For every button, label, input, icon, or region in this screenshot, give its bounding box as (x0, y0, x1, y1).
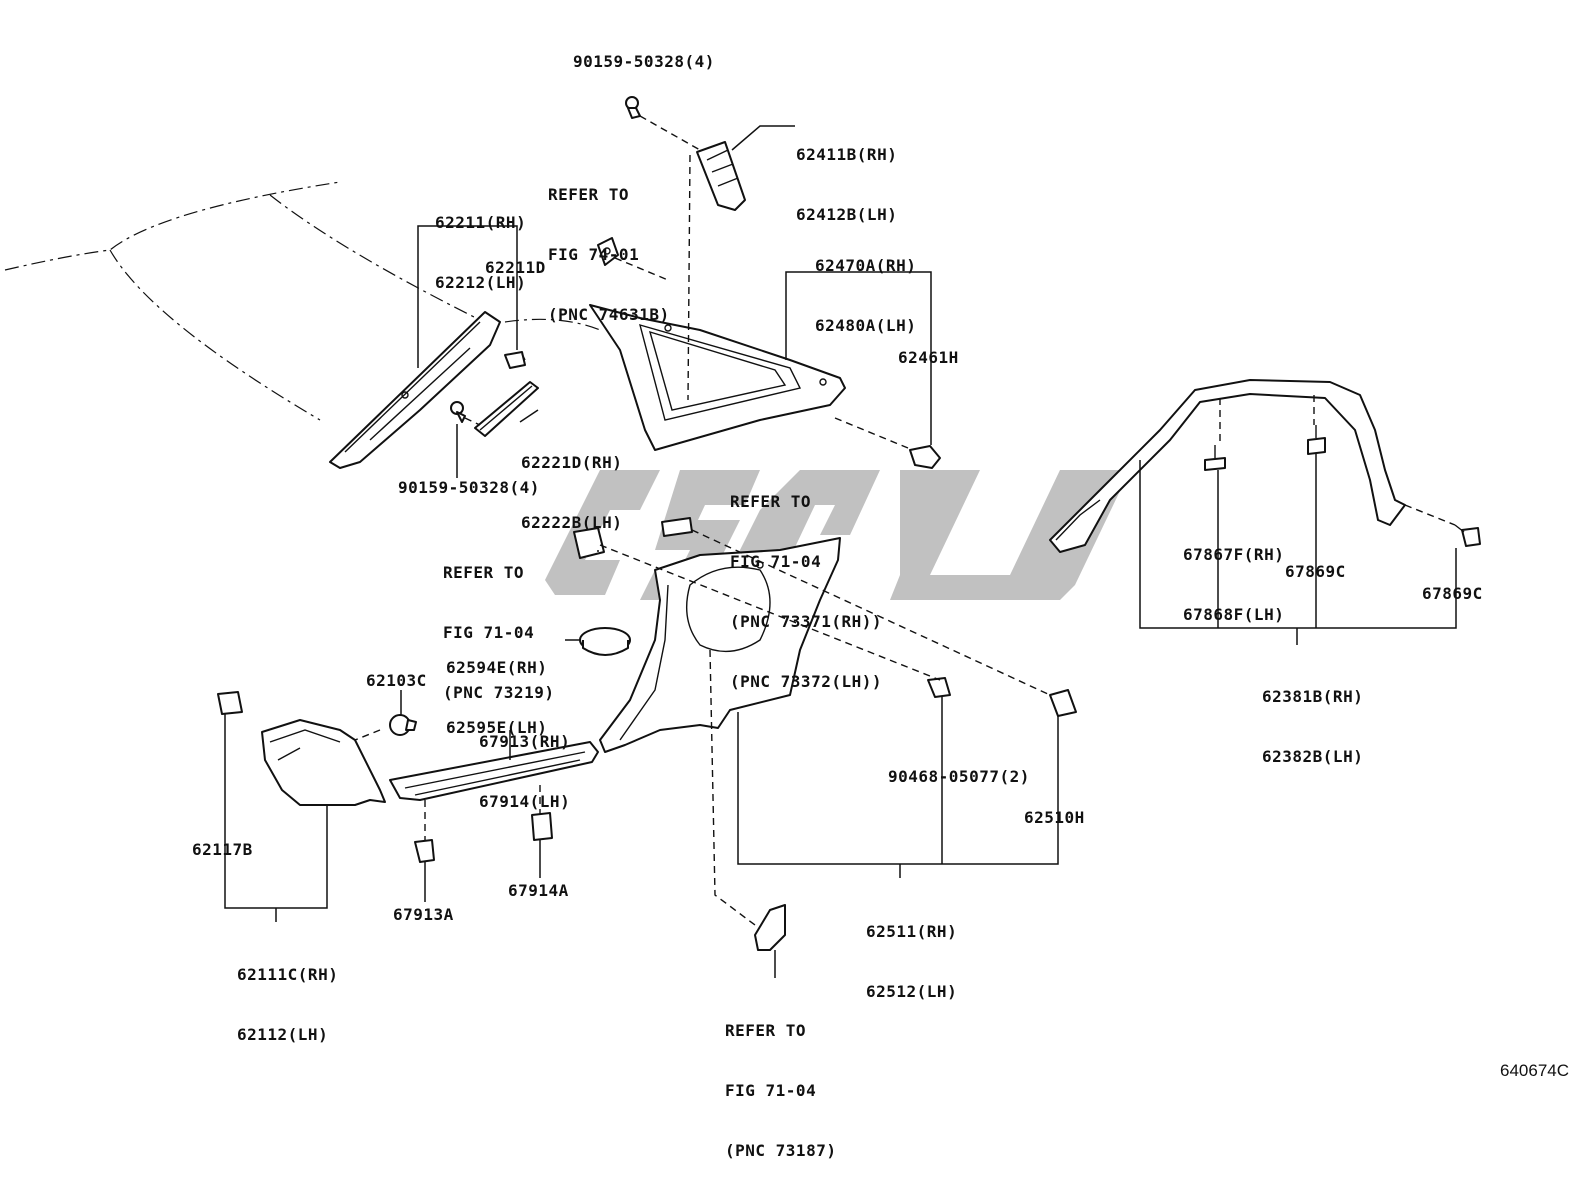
clip-62211d (504, 351, 526, 369)
label-scuff-plate: 67913(RH) 67914(LH) (479, 692, 570, 832)
clip-67867f (1204, 445, 1226, 471)
label-ref-74-01: REFER TO FIG 74-01 (PNC 74631B) (548, 145, 670, 345)
clip-67914a (531, 812, 553, 841)
label-scuff-plate-lh: 67914(LH) (479, 792, 571, 811)
weatherstrip (474, 381, 539, 437)
label-clip-62117b: 62117B (192, 840, 253, 859)
label-roof-side-rail-lh: 62382B(LH) (1262, 747, 1364, 766)
label-clip-62103c: 62103C (366, 671, 427, 690)
clip-90468 (927, 677, 951, 698)
label-ref-73187: REFER TO FIG 71-04 (PNC 73187) (725, 981, 836, 1181)
scuff-plate (389, 741, 599, 801)
label-rear-side-trim-rh: 62511(RH) (866, 922, 958, 941)
label-clip-62211d: 62211D (485, 258, 546, 277)
label-rear-side-trim: 62511(RH) 62512(LH) (866, 882, 957, 1022)
clip-62117b (217, 691, 243, 715)
label-cowl-side-lh: 62112(LH) (237, 1025, 329, 1044)
label-clip-67914a: 67914A (508, 881, 569, 900)
label-ref-73219-line-3: (PNC 73219) (443, 683, 555, 702)
clip-62461h (909, 445, 941, 469)
label-clip-62510h: 62510H (1024, 808, 1085, 827)
cowl-side-trim (261, 719, 386, 806)
clip-62510h (1049, 689, 1077, 717)
label-ref-73219-line-1: REFER TO (443, 563, 525, 582)
upper-pillar-garnish (696, 141, 746, 211)
label-ref-74-01-line-1: REFER TO (548, 185, 630, 204)
label-ref-73219-line-2: FIG 71-04 (443, 623, 535, 642)
label-front-pillar: 62211(RH) 62212(LH) (435, 173, 526, 313)
bolt-icon (625, 96, 641, 119)
label-cowl-side-rh: 62111C(RH) (237, 965, 339, 984)
label-rear-side-trim-lh: 62512(LH) (866, 982, 958, 1001)
clip-67869c-2 (1454, 524, 1481, 547)
cap-73219 (573, 527, 605, 559)
label-bolt-top: 90159-50328(4) (573, 52, 715, 71)
windshield-outline (4, 181, 601, 421)
label-quarter-trim: 62470A(RH) 62480A(LH) (815, 216, 916, 356)
label-ref-73371-line-2: FIG 71-04 (730, 552, 822, 571)
label-quarter-trim-rh: 62470A(RH) (815, 256, 917, 275)
bracket-73371 (661, 517, 693, 537)
label-roof-side-rail-rh: 62381B(RH) (1262, 687, 1364, 706)
label-roof-side-rail: 62381B(RH) 62382B(LH) (1262, 647, 1363, 787)
label-roof-side-clip-lh: 67868F(LH) (1183, 605, 1285, 624)
figure-id: 640674C (1500, 1061, 1570, 1080)
label-front-pillar-lh: 62212(LH) (435, 273, 527, 292)
label-clip-67869c-a: 67869C (1285, 562, 1346, 581)
clip-62103c (389, 714, 417, 736)
label-ref-74-01-line-3: (PNC 74631B) (548, 305, 670, 324)
label-ref-73187-line-2: FIG 71-04 (725, 1081, 817, 1100)
bolt-icon (450, 401, 466, 423)
label-ref-73371-line-4: (PNC 73372(LH)) (730, 672, 882, 691)
label-front-pillar-rh: 62211(RH) (435, 213, 527, 232)
roof-side-rail (1049, 379, 1406, 553)
label-weatherstrip-rh: 62221D(RH) (521, 453, 623, 472)
label-roof-side-clip: 67867F(RH) 67868F(LH) (1183, 505, 1284, 645)
front-pillar-garnish (329, 311, 501, 469)
label-ref-73219: REFER TO FIG 71-04 (PNC 73219) (443, 523, 554, 723)
bracket-73187 (754, 904, 786, 951)
label-clip-67869c-b: 67869C (1422, 584, 1483, 603)
dashed-leaders (354, 115, 1456, 926)
label-ref-73371-line-1: REFER TO (730, 492, 812, 511)
parts-diagram (4, 96, 1481, 978)
nut-icon (597, 237, 619, 266)
label-cap-rh: 62594E(RH) (446, 658, 548, 677)
label-bolt-mid: 90159-50328(4) (398, 478, 540, 497)
label-roof-side-clip-rh: 67867F(RH) (1183, 545, 1285, 564)
label-quarter-trim-lh: 62480A(LH) (815, 316, 917, 335)
label-ref-73187-line-1: REFER TO (725, 1021, 807, 1040)
label-ref-73371: REFER TO FIG 71-04 (PNC 73371(RH)) (PNC … (730, 452, 882, 712)
label-pillar-garnish-upper-rh: 62411B(RH) (796, 145, 898, 164)
label-pillar-garnish-upper: 62411B(RH) 62412B(LH) (796, 105, 897, 245)
label-ref-74-01-line-2: FIG 74-01 (548, 245, 640, 264)
label-cap: 62594E(RH) 62595E(LH) (446, 618, 547, 758)
label-weatherstrip-lh: 62222B(LH) (521, 513, 623, 532)
quarter-window-trim (589, 304, 846, 451)
rear-side-trim (599, 537, 841, 753)
label-cap-lh: 62595E(LH) (446, 718, 548, 737)
solid-leaders (224, 125, 1457, 978)
hole-cap (579, 627, 631, 656)
label-clip-90468: 90468-05077(2) (888, 767, 1030, 786)
clip-67869c (1307, 425, 1326, 455)
label-ref-73187-line-3: (PNC 73187) (725, 1141, 837, 1160)
label-clip-62461h: 62461H (898, 348, 959, 367)
label-weatherstrip: 62221D(RH) 62222B(LH) (521, 413, 622, 553)
label-cowl-side: 62111C(RH) 62112(LH) (237, 925, 338, 1065)
label-clip-67913a: 67913A (393, 905, 454, 924)
label-scuff-plate-rh: 67913(RH) (479, 732, 571, 751)
clip-67913a (414, 839, 435, 863)
label-ref-73371-line-3: (PNC 73371(RH)) (730, 612, 882, 631)
label-pillar-garnish-upper-lh: 62412B(LH) (796, 205, 898, 224)
